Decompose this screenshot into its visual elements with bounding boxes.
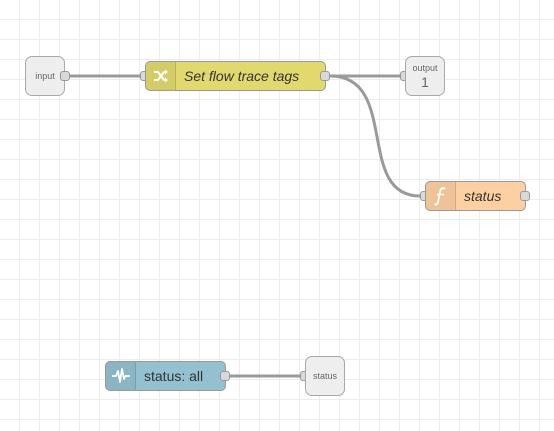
output-port[interactable]: [520, 191, 530, 201]
output-port[interactable]: [220, 371, 230, 381]
function-node-label: status: [464, 188, 502, 204]
function-node-status[interactable]: status: [425, 181, 526, 211]
status-node-label: status: all: [144, 368, 204, 384]
link-out-node-status[interactable]: status: [305, 356, 345, 396]
link-out-label: output: [412, 63, 438, 73]
link-out-status-label: status: [312, 371, 337, 381]
output-port[interactable]: [320, 71, 330, 81]
pulse-icon: [106, 362, 136, 390]
link-out-node-output[interactable]: output 1: [405, 56, 445, 96]
shuffle-icon: [146, 62, 176, 90]
change-node[interactable]: Set flow trace tags: [145, 61, 326, 91]
output-port[interactable]: [60, 71, 70, 81]
link-in-node-input[interactable]: input: [25, 56, 65, 96]
status-node[interactable]: status: all: [105, 361, 226, 391]
function-icon: [426, 182, 456, 210]
link-in-label: input: [35, 71, 55, 81]
link-count: 1: [421, 74, 429, 90]
change-node-label: Set flow trace tags: [184, 68, 300, 84]
